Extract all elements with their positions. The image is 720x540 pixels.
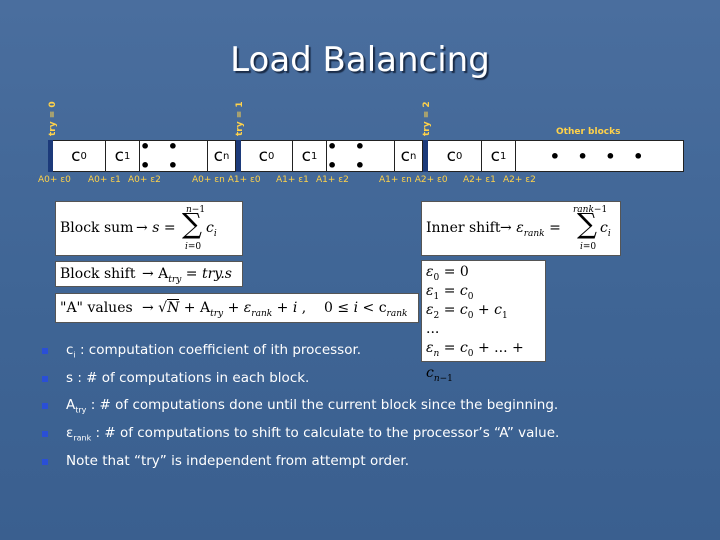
bullet-item: ci : computation coefficient of ith proc… [40, 342, 680, 364]
block-sum-formula: Block sum → s = n−1 ∑ i=0 ci [55, 201, 243, 256]
a-label: A2+ ε1 [463, 175, 496, 185]
bullet-square-icon [42, 348, 48, 354]
slide-title: Load Balancing [230, 40, 490, 80]
bullet-item: Note that “try” is independent from atte… [40, 453, 680, 470]
a-label: A0+ ε0 [38, 175, 71, 185]
cell-dots: • • • • [140, 137, 208, 175]
cell-dots: • • • • [549, 146, 650, 166]
inner-shift-formula: Inner shift → εrank = rank−1 ∑ i=0 ci [421, 201, 621, 256]
a-label: A1+ ε1 [276, 175, 309, 185]
bullet-square-icon [42, 403, 48, 410]
bullet-item: s : # of computations in each block. [40, 370, 680, 392]
block-shift-formula: Block shift → Atry = try.s [55, 261, 243, 287]
bullet-item: εrank : # of computations to shift to ca… [40, 425, 680, 447]
cell-dots: • • • • [327, 137, 395, 175]
a-label: A1+ ε2 [316, 175, 349, 185]
bullet-square-icon [42, 375, 48, 382]
block-separator [48, 140, 53, 172]
bullet-list: ci : computation coefficient of ith proc… [40, 342, 680, 476]
epsilon-list-formula: ε0 = 0 ε1 = c0 ε2 = c0 + c1 ... εn = c0 … [421, 260, 546, 384]
a-label: A1+ εn A2+ ε0 [379, 175, 448, 185]
a-label: A2+ ε2 [503, 175, 536, 185]
block-separator [423, 140, 428, 172]
a-label: A0+ ε2 [128, 175, 161, 185]
bullet-item: Atry : # of computations done until the … [40, 397, 680, 419]
a-values-formula: "A" values → √N + Atry + εrank + i , 0 ≤… [55, 293, 419, 323]
try-0-label: try = 0 [48, 101, 58, 136]
a-label: A0+ εn A1+ ε0 [192, 175, 261, 185]
a-label: A0+ ε1 [88, 175, 121, 185]
bullet-square-icon [42, 458, 48, 465]
try-2-label: try = 2 [422, 101, 432, 136]
bullet-square-icon [42, 431, 48, 438]
try-1-label: try = 1 [235, 101, 245, 136]
block-separator [236, 140, 241, 172]
other-blocks-label: Other blocks [556, 127, 621, 137]
